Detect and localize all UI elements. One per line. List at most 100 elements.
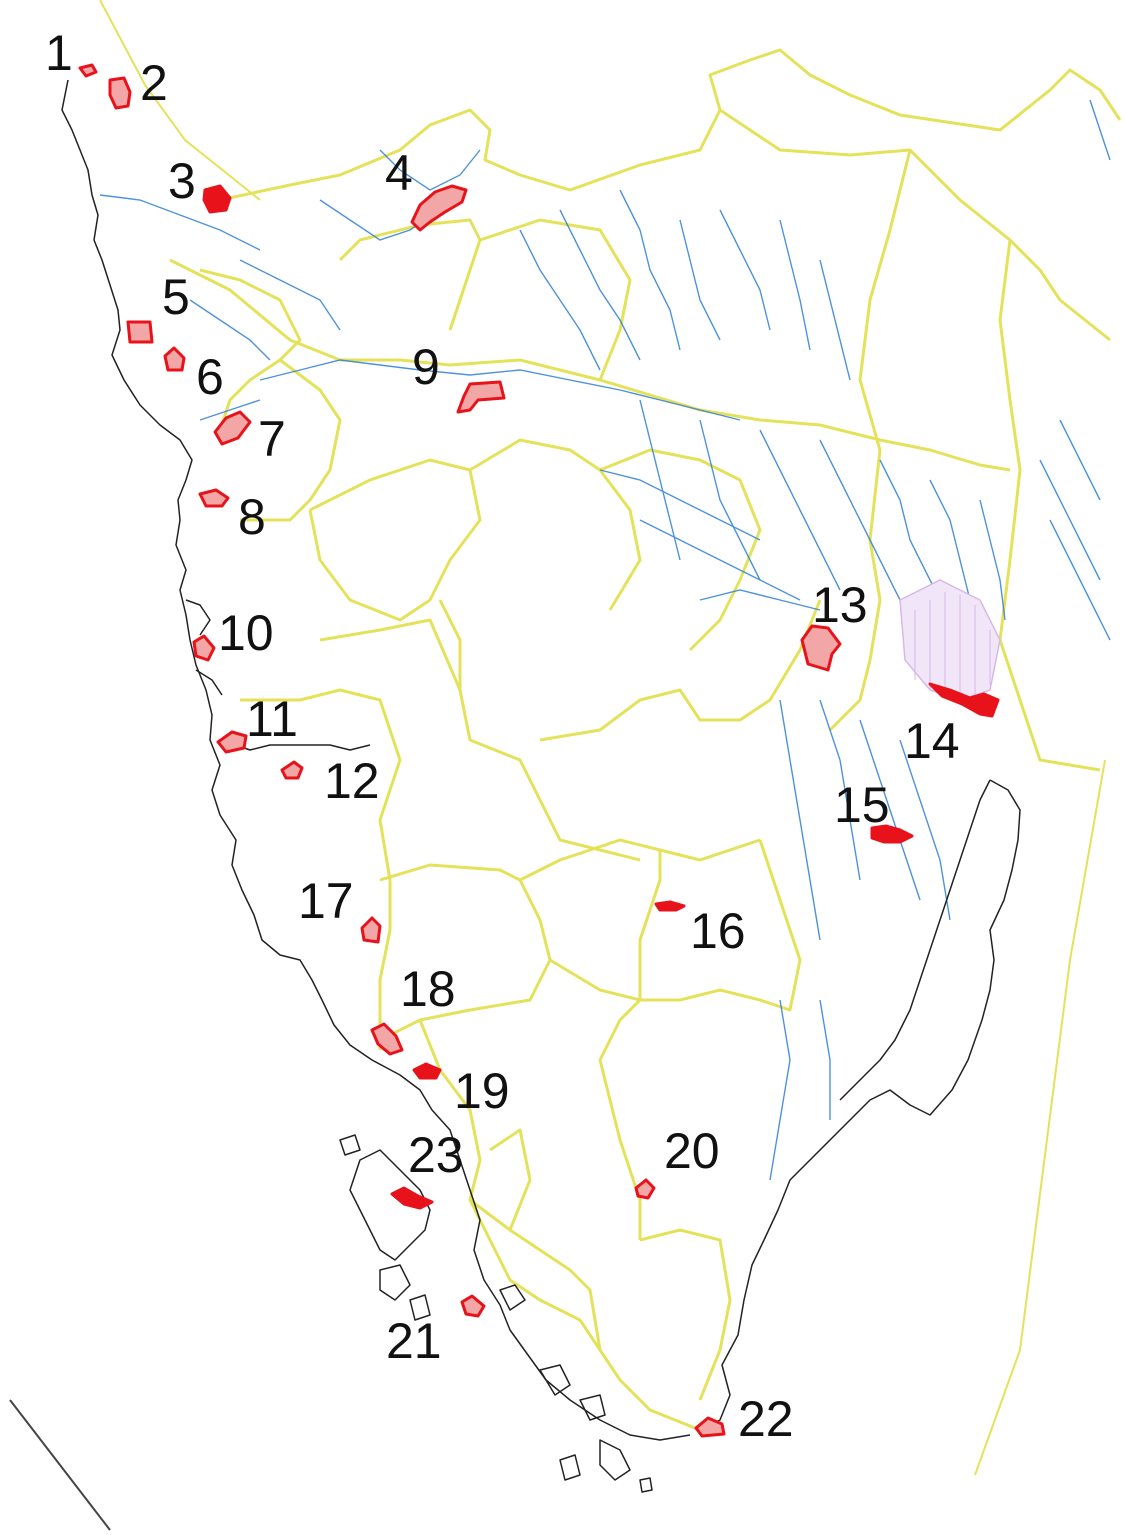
- boundary-east-coast: [998, 239, 1101, 772]
- river-north-3: [99, 194, 261, 251]
- river-mirna: [259, 359, 741, 421]
- site-marker-21: [460, 1294, 486, 1318]
- site-marker-1: [78, 63, 98, 78]
- river-south-6: [819, 999, 831, 1120]
- island-9: [339, 1134, 361, 1156]
- island-6: [599, 1439, 631, 1481]
- boundary-central-1: [338, 218, 482, 331]
- river-raša-2: [699, 419, 761, 581]
- site-label-5: 5: [162, 269, 190, 325]
- sea-line-southwest: [9, 1399, 111, 1531]
- river-cross-3: [699, 589, 821, 611]
- boundary-south-1: [418, 1019, 701, 1432]
- site-label-8: 8: [238, 489, 266, 545]
- site-label-3: 3: [168, 153, 196, 209]
- site-marker-18: [370, 1022, 404, 1056]
- site-marker-13: [800, 624, 842, 672]
- river-east-2: [559, 209, 641, 361]
- river-east-1: [519, 229, 601, 371]
- river-south-3: [859, 719, 921, 901]
- site-label-12: 12: [324, 753, 380, 809]
- site-label-20: 20: [664, 1123, 720, 1179]
- island-8: [639, 1477, 653, 1493]
- boundary-middle-5: [640, 839, 802, 1012]
- site-label-9: 9: [412, 339, 440, 395]
- site-marker-17: [360, 916, 382, 944]
- site-marker-15: [870, 824, 914, 844]
- lagoon-hatch: [914, 592, 991, 698]
- island-5: [579, 1394, 606, 1421]
- river-far-east-1: [1039, 459, 1101, 581]
- river-cross-1: [599, 469, 761, 541]
- land-boundary-north: [99, 0, 261, 201]
- boundary-south-3: [639, 1228, 732, 1401]
- boundary-northeast: [719, 108, 1111, 342]
- boundary-central-7: [539, 599, 822, 742]
- site-label-15: 15: [834, 777, 890, 833]
- site-marker-10: [192, 634, 216, 662]
- island-2: [409, 1294, 431, 1321]
- site-marker-23: [390, 1186, 434, 1210]
- boundary-central-8: [319, 618, 462, 691]
- boundary-central-5: [599, 448, 762, 652]
- site-marker-2: [108, 76, 132, 110]
- site-markers: [78, 63, 1000, 1438]
- boundary-central-6: [438, 599, 641, 862]
- river-cross-2: [639, 519, 801, 601]
- site-labels: 1 2 3 4 5 6 7 8 9 10 11 12 13 14 15 16 1…: [45, 25, 960, 1447]
- river-east-4: [679, 219, 721, 341]
- island-4: [539, 1364, 571, 1396]
- site-label-1: 1: [45, 25, 73, 81]
- site-label-22: 22: [738, 1391, 794, 1447]
- site-marker-19: [412, 1062, 442, 1080]
- boundary-central-2: [479, 218, 632, 381]
- island-7: [559, 1454, 581, 1481]
- site-label-2: 2: [140, 55, 168, 111]
- lagoon-area: [899, 579, 1001, 701]
- site-marker-14: [928, 682, 1000, 718]
- boundary-west-1: [199, 268, 302, 431]
- river-northeast-1: [1089, 99, 1111, 161]
- river-far-east-2: [1049, 519, 1111, 641]
- island-3: [499, 1284, 526, 1311]
- site-marker-5: [126, 320, 154, 344]
- river-east-6: [779, 219, 811, 351]
- river-east-3: [619, 189, 681, 351]
- site-marker-7: [213, 410, 252, 446]
- site-label-18: 18: [400, 961, 456, 1017]
- site-marker-12: [280, 760, 304, 780]
- site-label-17: 17: [298, 873, 354, 929]
- river-far-east-3: [1059, 419, 1101, 501]
- boundary-south-2: [469, 1198, 602, 1351]
- site-marker-6: [163, 346, 186, 372]
- site-marker-4: [410, 184, 468, 232]
- site-label-11: 11: [246, 691, 298, 747]
- site-label-10: 10: [218, 605, 274, 661]
- site-marker-9: [456, 380, 506, 414]
- river-north-2: [379, 149, 481, 191]
- river-west-1: [189, 299, 271, 361]
- coastline-east: [699, 779, 1021, 1431]
- site-label-16: 16: [690, 903, 746, 959]
- river-south-4: [899, 739, 951, 921]
- site-marker-11: [216, 730, 248, 754]
- site-label-23: 23: [408, 1127, 464, 1183]
- site-marker-22: [694, 1416, 726, 1438]
- site-label-19: 19: [454, 1063, 510, 1119]
- site-label-6: 6: [196, 349, 224, 405]
- site-label-7: 7: [258, 411, 286, 467]
- site-label-21: 21: [386, 1313, 442, 1369]
- river-south-5: [769, 999, 791, 1181]
- boundary-west-2: [240, 358, 342, 522]
- site-label-13: 13: [812, 577, 868, 633]
- river-raša-1: [639, 399, 681, 561]
- coastline: [61, 79, 1021, 1493]
- boundary-south-4: [489, 1128, 532, 1231]
- river-west-2: [199, 399, 261, 421]
- river-east-7: [819, 259, 851, 381]
- site-label-14: 14: [904, 713, 960, 769]
- boundary-east-inner: [828, 149, 912, 732]
- river-raša-4: [819, 439, 901, 601]
